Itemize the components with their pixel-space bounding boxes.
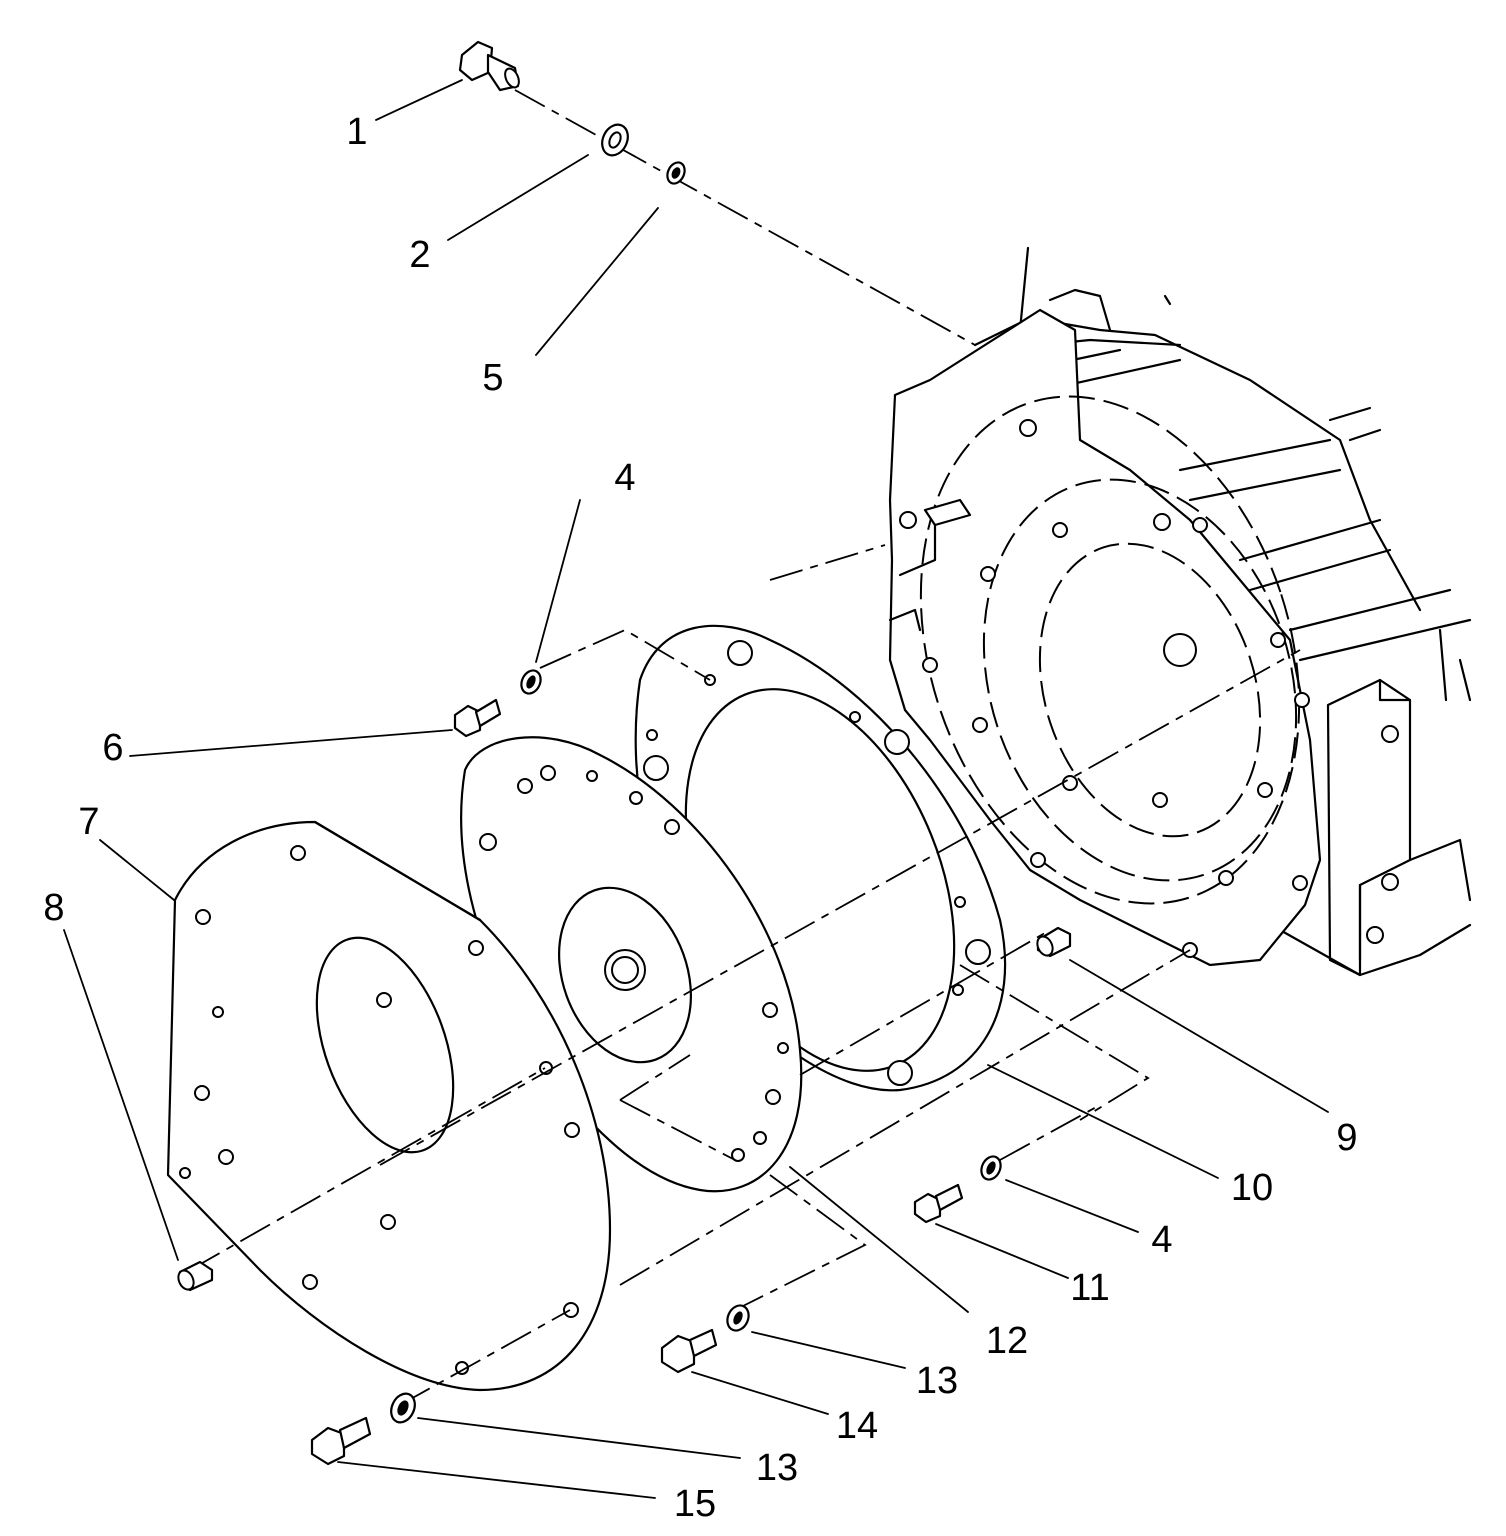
callout-9: 9 bbox=[1336, 1117, 1357, 1159]
callout-13-lower: 13 bbox=[756, 1447, 798, 1489]
callout-13-upper: 13 bbox=[916, 1360, 958, 1402]
lock-washer-4-lower bbox=[980, 1155, 1002, 1181]
callout-6: 6 bbox=[102, 727, 123, 769]
cap-screw-11 bbox=[913, 1183, 964, 1224]
lock-washer-5 bbox=[666, 161, 686, 185]
cap-screw-14 bbox=[660, 1328, 718, 1374]
transmission-housing bbox=[888, 246, 1472, 977]
callout-11: 11 bbox=[1070, 1267, 1109, 1309]
callout-4-lower: 4 bbox=[1151, 1219, 1172, 1261]
callout-2: 2 bbox=[409, 234, 430, 276]
assembly-centerlines bbox=[189, 89, 1301, 1406]
cap-screw-6 bbox=[453, 698, 502, 738]
callout-14: 14 bbox=[836, 1405, 878, 1447]
callout-labels: 1 2 5 4 6 7 8 9 10 4 11 12 13 14 13 15 bbox=[43, 111, 1357, 1525]
lock-washer-13-lower bbox=[390, 1392, 416, 1424]
dowel-pin-9 bbox=[1036, 926, 1072, 958]
callout-12: 12 bbox=[986, 1320, 1028, 1362]
leader-lines bbox=[63, 79, 1329, 1499]
lock-washer-4-upper bbox=[520, 669, 542, 695]
lock-washer-13-upper bbox=[726, 1304, 750, 1332]
callout-10: 10 bbox=[1231, 1167, 1273, 1209]
washer-2 bbox=[601, 123, 629, 157]
callout-1: 1 bbox=[346, 111, 367, 153]
callout-4-upper: 4 bbox=[614, 457, 635, 499]
cap-screw-1 bbox=[458, 40, 520, 92]
callout-7: 7 bbox=[78, 801, 99, 843]
flywheel-housing-plate bbox=[166, 820, 612, 1392]
dowel-pin-8 bbox=[177, 1260, 214, 1292]
callout-15: 15 bbox=[674, 1483, 716, 1525]
cap-screw-15 bbox=[310, 1416, 372, 1466]
callout-5: 5 bbox=[482, 357, 503, 399]
callout-8: 8 bbox=[43, 887, 64, 929]
